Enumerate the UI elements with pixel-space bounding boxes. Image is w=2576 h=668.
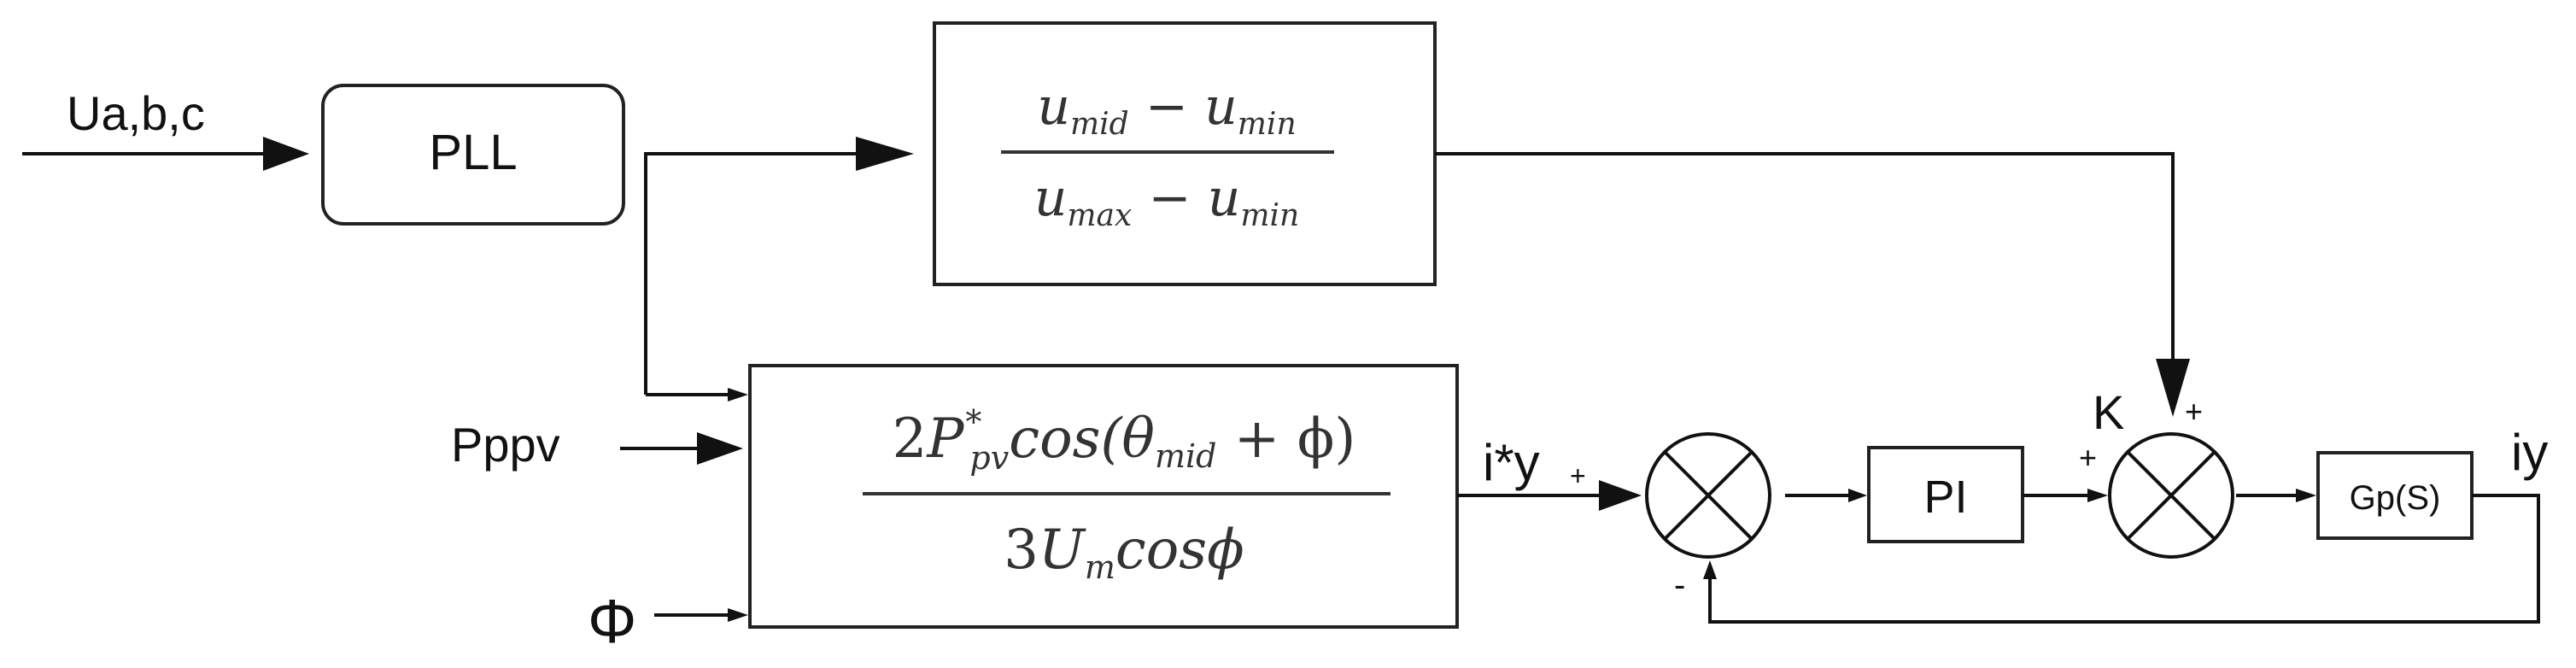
pll-label: PLL	[429, 125, 517, 180]
sum2-plus-top-sign: +	[2185, 394, 2203, 429]
pll-to-current-arrow	[646, 388, 748, 401]
summing-junction-1	[1645, 432, 1771, 559]
reference-current-label: i*y	[1483, 434, 1540, 491]
gain-label: K	[2093, 385, 2124, 439]
sum1-minus-sign: -	[1674, 566, 1685, 604]
feedback-path	[1703, 494, 2540, 624]
voltage-input-arrow	[22, 137, 309, 171]
ratio-numerator: umid − umin	[1037, 77, 1296, 142]
phase-input-label: Φ	[588, 588, 636, 656]
sum2-to-plant-arrow	[2236, 489, 2316, 502]
power-input-label: Pppv	[451, 418, 560, 472]
voltage-input-label: Ua,b,c	[67, 86, 205, 140]
pll-to-ratio-arrow	[644, 137, 914, 395]
plant-block: Gp(S)	[2316, 451, 2474, 540]
ratio-denominator: umax − umin	[1034, 168, 1299, 233]
output-current-label: iy	[2511, 424, 2548, 481]
summing-junction-2	[2108, 432, 2234, 559]
pi-to-sum2-arrow	[2023, 489, 2108, 502]
sum2-plus-left-sign: +	[2079, 440, 2097, 475]
current-denominator: 3Umcosϕ	[1004, 519, 1244, 586]
ratio-to-sum2-arrow	[1435, 152, 2190, 417]
power-input-arrow	[620, 432, 743, 465]
reference-to-sum1-arrow	[1457, 480, 1642, 511]
phase-input-arrow	[654, 608, 748, 622]
plant-label: Gp(S)	[2350, 479, 2441, 517]
current-reference-block: 2P*pvcos(θmid + ϕ) 3Umcosϕ	[748, 364, 1459, 629]
pi-label: PI	[1923, 472, 1967, 523]
sum1-to-pi-arrow	[1785, 489, 1867, 502]
sum1-plus-sign: +	[1570, 460, 1586, 491]
pll-block: PLL	[321, 84, 625, 226]
ratio-block: umid − umin umax − umin	[933, 21, 1437, 286]
current-numerator: 2P*pvcos(θmid + ϕ)	[893, 403, 1356, 477]
pi-controller-block: PI	[1867, 446, 2024, 543]
